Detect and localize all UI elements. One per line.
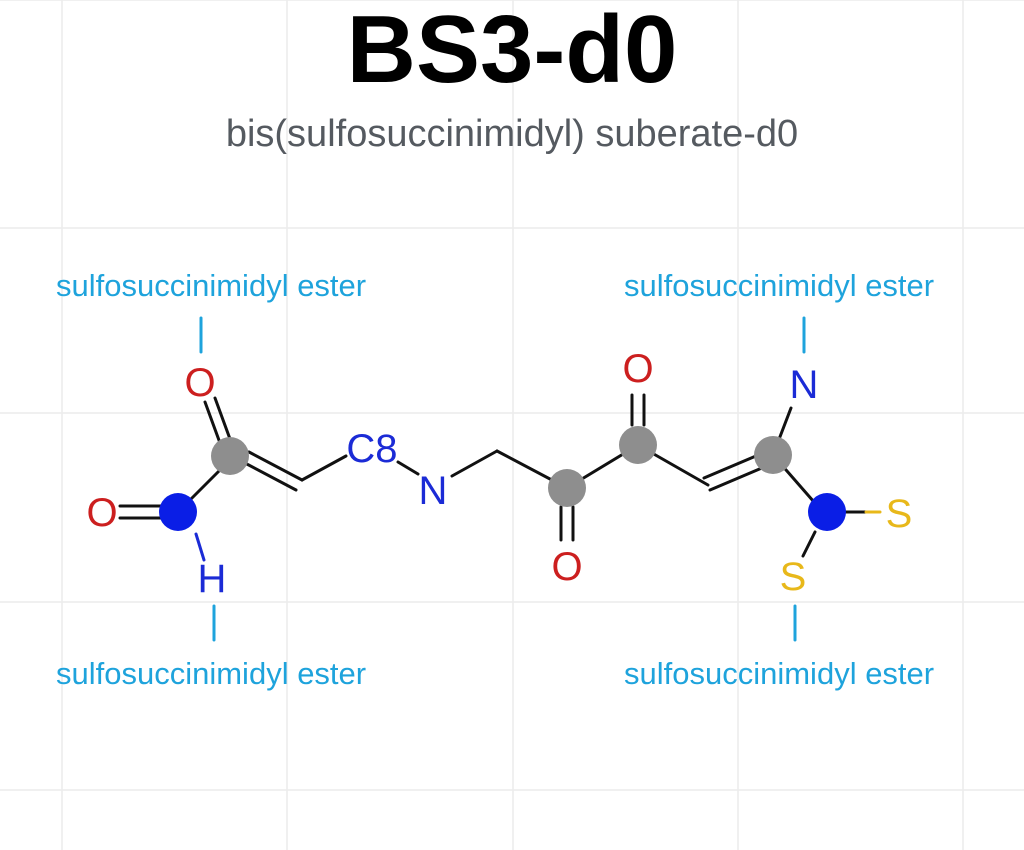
bond-c-c8 xyxy=(247,450,304,482)
bond-n-h-left xyxy=(194,532,206,562)
bond-n-s-bottom xyxy=(801,530,817,558)
carbon-atom xyxy=(548,469,586,507)
atom-label-oxygen: O xyxy=(622,347,653,391)
page-subtitle: bis(sulfosuccinimidyl) suberate-d0 xyxy=(226,113,798,155)
atom-label-sulfur: S xyxy=(780,555,807,599)
annotation-bottom-left: sulfosuccinimidyl ester xyxy=(56,656,366,691)
atom-label-oxygen: O xyxy=(86,491,117,535)
annotation-top-right: sulfosuccinimidyl ester xyxy=(624,268,934,303)
annotation-top-left: sulfosuccinimidyl ester xyxy=(56,268,366,303)
bond-c8-chain xyxy=(300,454,348,482)
carbon-atom xyxy=(619,426,657,464)
atom-label-sulfur: S xyxy=(886,492,913,536)
bond-n-chain xyxy=(450,449,499,478)
bond-o-c-left xyxy=(213,396,232,441)
bond-c-c8 xyxy=(241,460,298,492)
atom-label-c8: C8 xyxy=(346,427,397,471)
atom-label-nitrogen: N xyxy=(419,469,448,513)
atom-label-hydrogen: H xyxy=(198,557,227,601)
nitrogen-atom xyxy=(159,493,197,531)
atom-label-nitrogen: N xyxy=(790,363,819,407)
atom-label-oxygen: O xyxy=(551,545,582,589)
nitrogen-atom xyxy=(808,493,846,531)
bonds xyxy=(118,393,882,562)
page-title: BS3-d0 xyxy=(347,0,678,103)
bond-c8-n xyxy=(396,460,420,476)
atom-label-oxygen: O xyxy=(184,361,215,405)
carbon-atom xyxy=(211,437,249,475)
annotation-bottom-right: sulfosuccinimidyl ester xyxy=(624,656,934,691)
carbon-atom xyxy=(754,436,792,474)
bond-o-c-left xyxy=(203,400,222,445)
